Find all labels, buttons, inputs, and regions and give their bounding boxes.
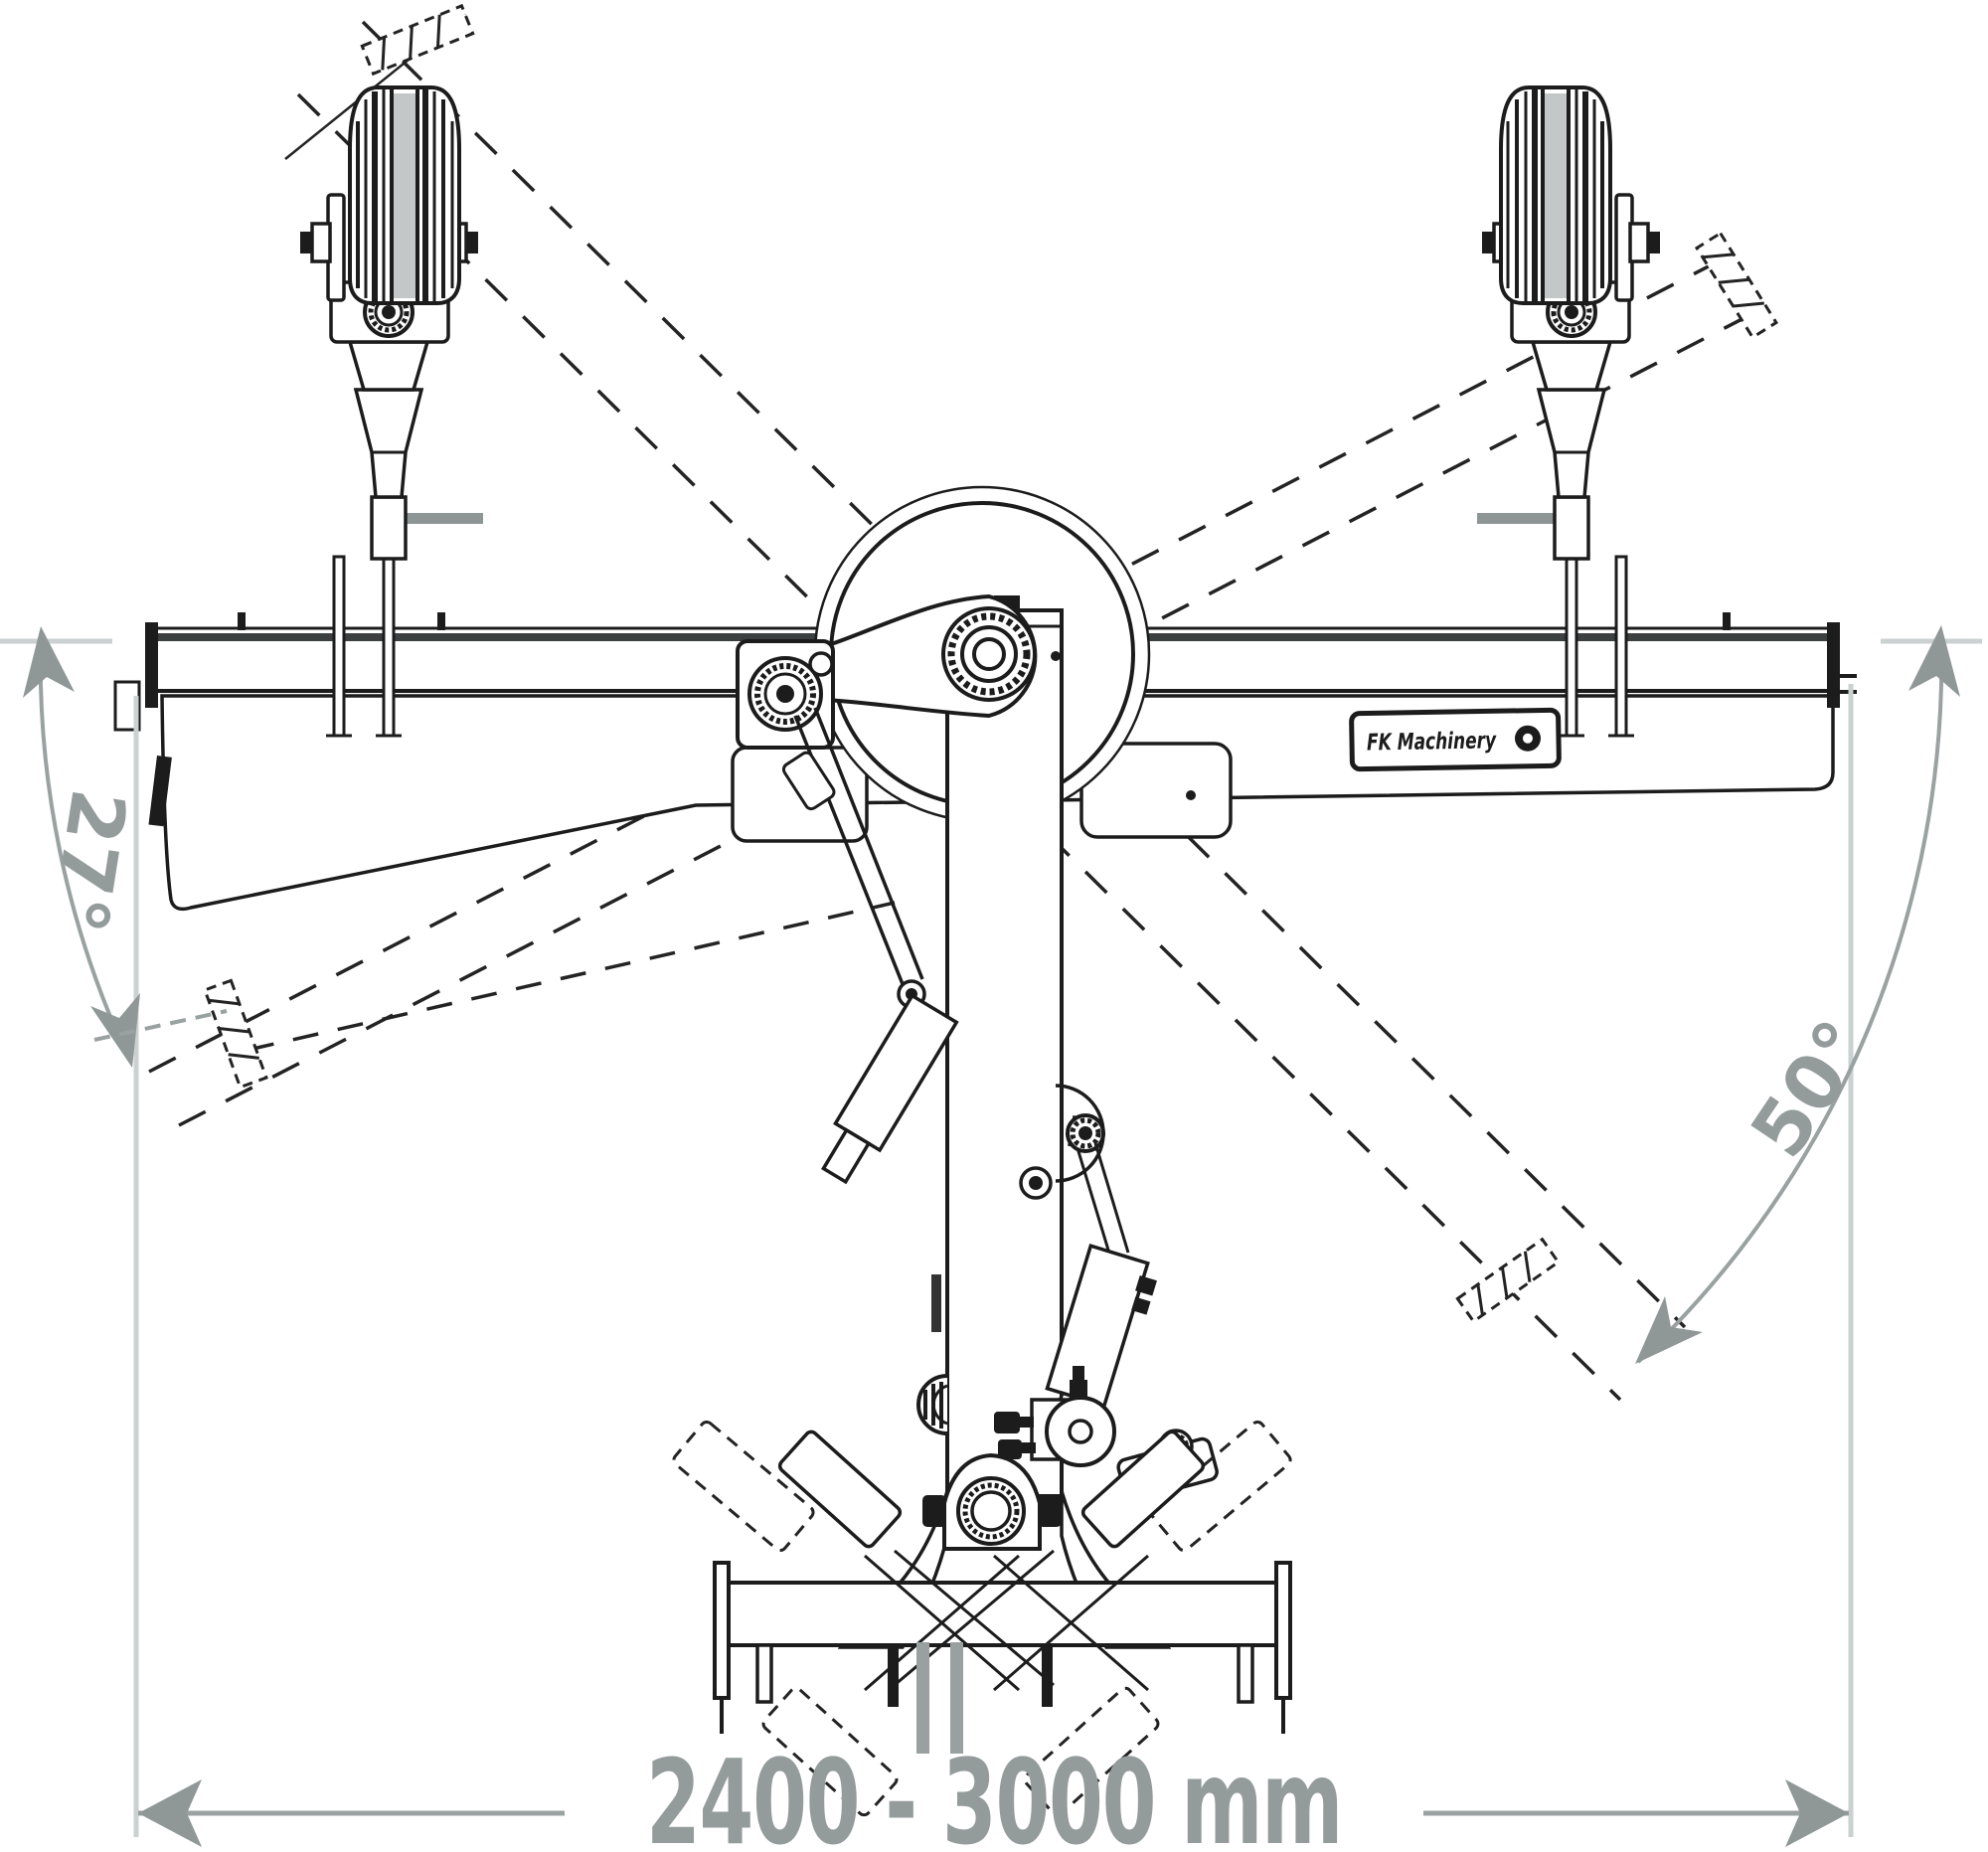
ghost-end-plate-lower-left	[203, 978, 268, 1090]
width-dimension: 2400 - 3000 mm	[138, 1734, 1849, 1852]
ghost-end-plate-upper-right	[1694, 231, 1779, 340]
lower-link-pin	[916, 1642, 929, 1754]
ghost-end-plate-lower-right	[1455, 1237, 1561, 1324]
dimension-annotations: 27° 50° 2400 - 3000 mm	[0, 625, 1982, 1852]
tilt-cylinder	[781, 707, 1053, 1200]
center-beam	[931, 595, 1064, 1498]
angle-arc-icon	[1636, 635, 1944, 1364]
blade-end-cap-right	[1827, 622, 1840, 708]
right-arrow-icon	[1785, 1779, 1849, 1847]
working-width-label: 2400 - 3000 mm	[646, 1734, 1342, 1852]
three-point-hitch	[672, 1420, 1292, 1817]
hydraulic-valve-block	[994, 1366, 1116, 1467]
down-arrow-icon	[90, 993, 140, 1068]
lower-link-pin	[950, 1642, 963, 1754]
brand-plate: FK Machinery	[1349, 707, 1562, 772]
angle-arc-icon	[38, 635, 131, 1061]
caster-wheel	[300, 85, 483, 738]
left-arrow-icon	[138, 1779, 202, 1847]
wheel-height-pin	[374, 513, 483, 524]
up-arrow-icon	[23, 626, 75, 698]
swing-angle-label: 50°	[1734, 1005, 1887, 1173]
beam-decal	[931, 1274, 941, 1332]
ghost-end-plate-upper-left	[360, 3, 475, 77]
brand-label: FK Machinery	[1367, 728, 1497, 756]
blade-end-cap-left	[145, 622, 158, 708]
up-arrow-icon	[1908, 625, 1960, 697]
extension-lines	[0, 638, 1982, 1837]
angle-annotation-27: 27°	[23, 626, 228, 1068]
tilt-angle-label: 27°	[34, 783, 143, 938]
ghost-blade-end-plates	[203, 3, 1779, 1324]
down-arrow-icon	[1635, 1296, 1703, 1364]
pivot-arm	[736, 593, 1061, 750]
bumper	[916, 1374, 948, 1435]
